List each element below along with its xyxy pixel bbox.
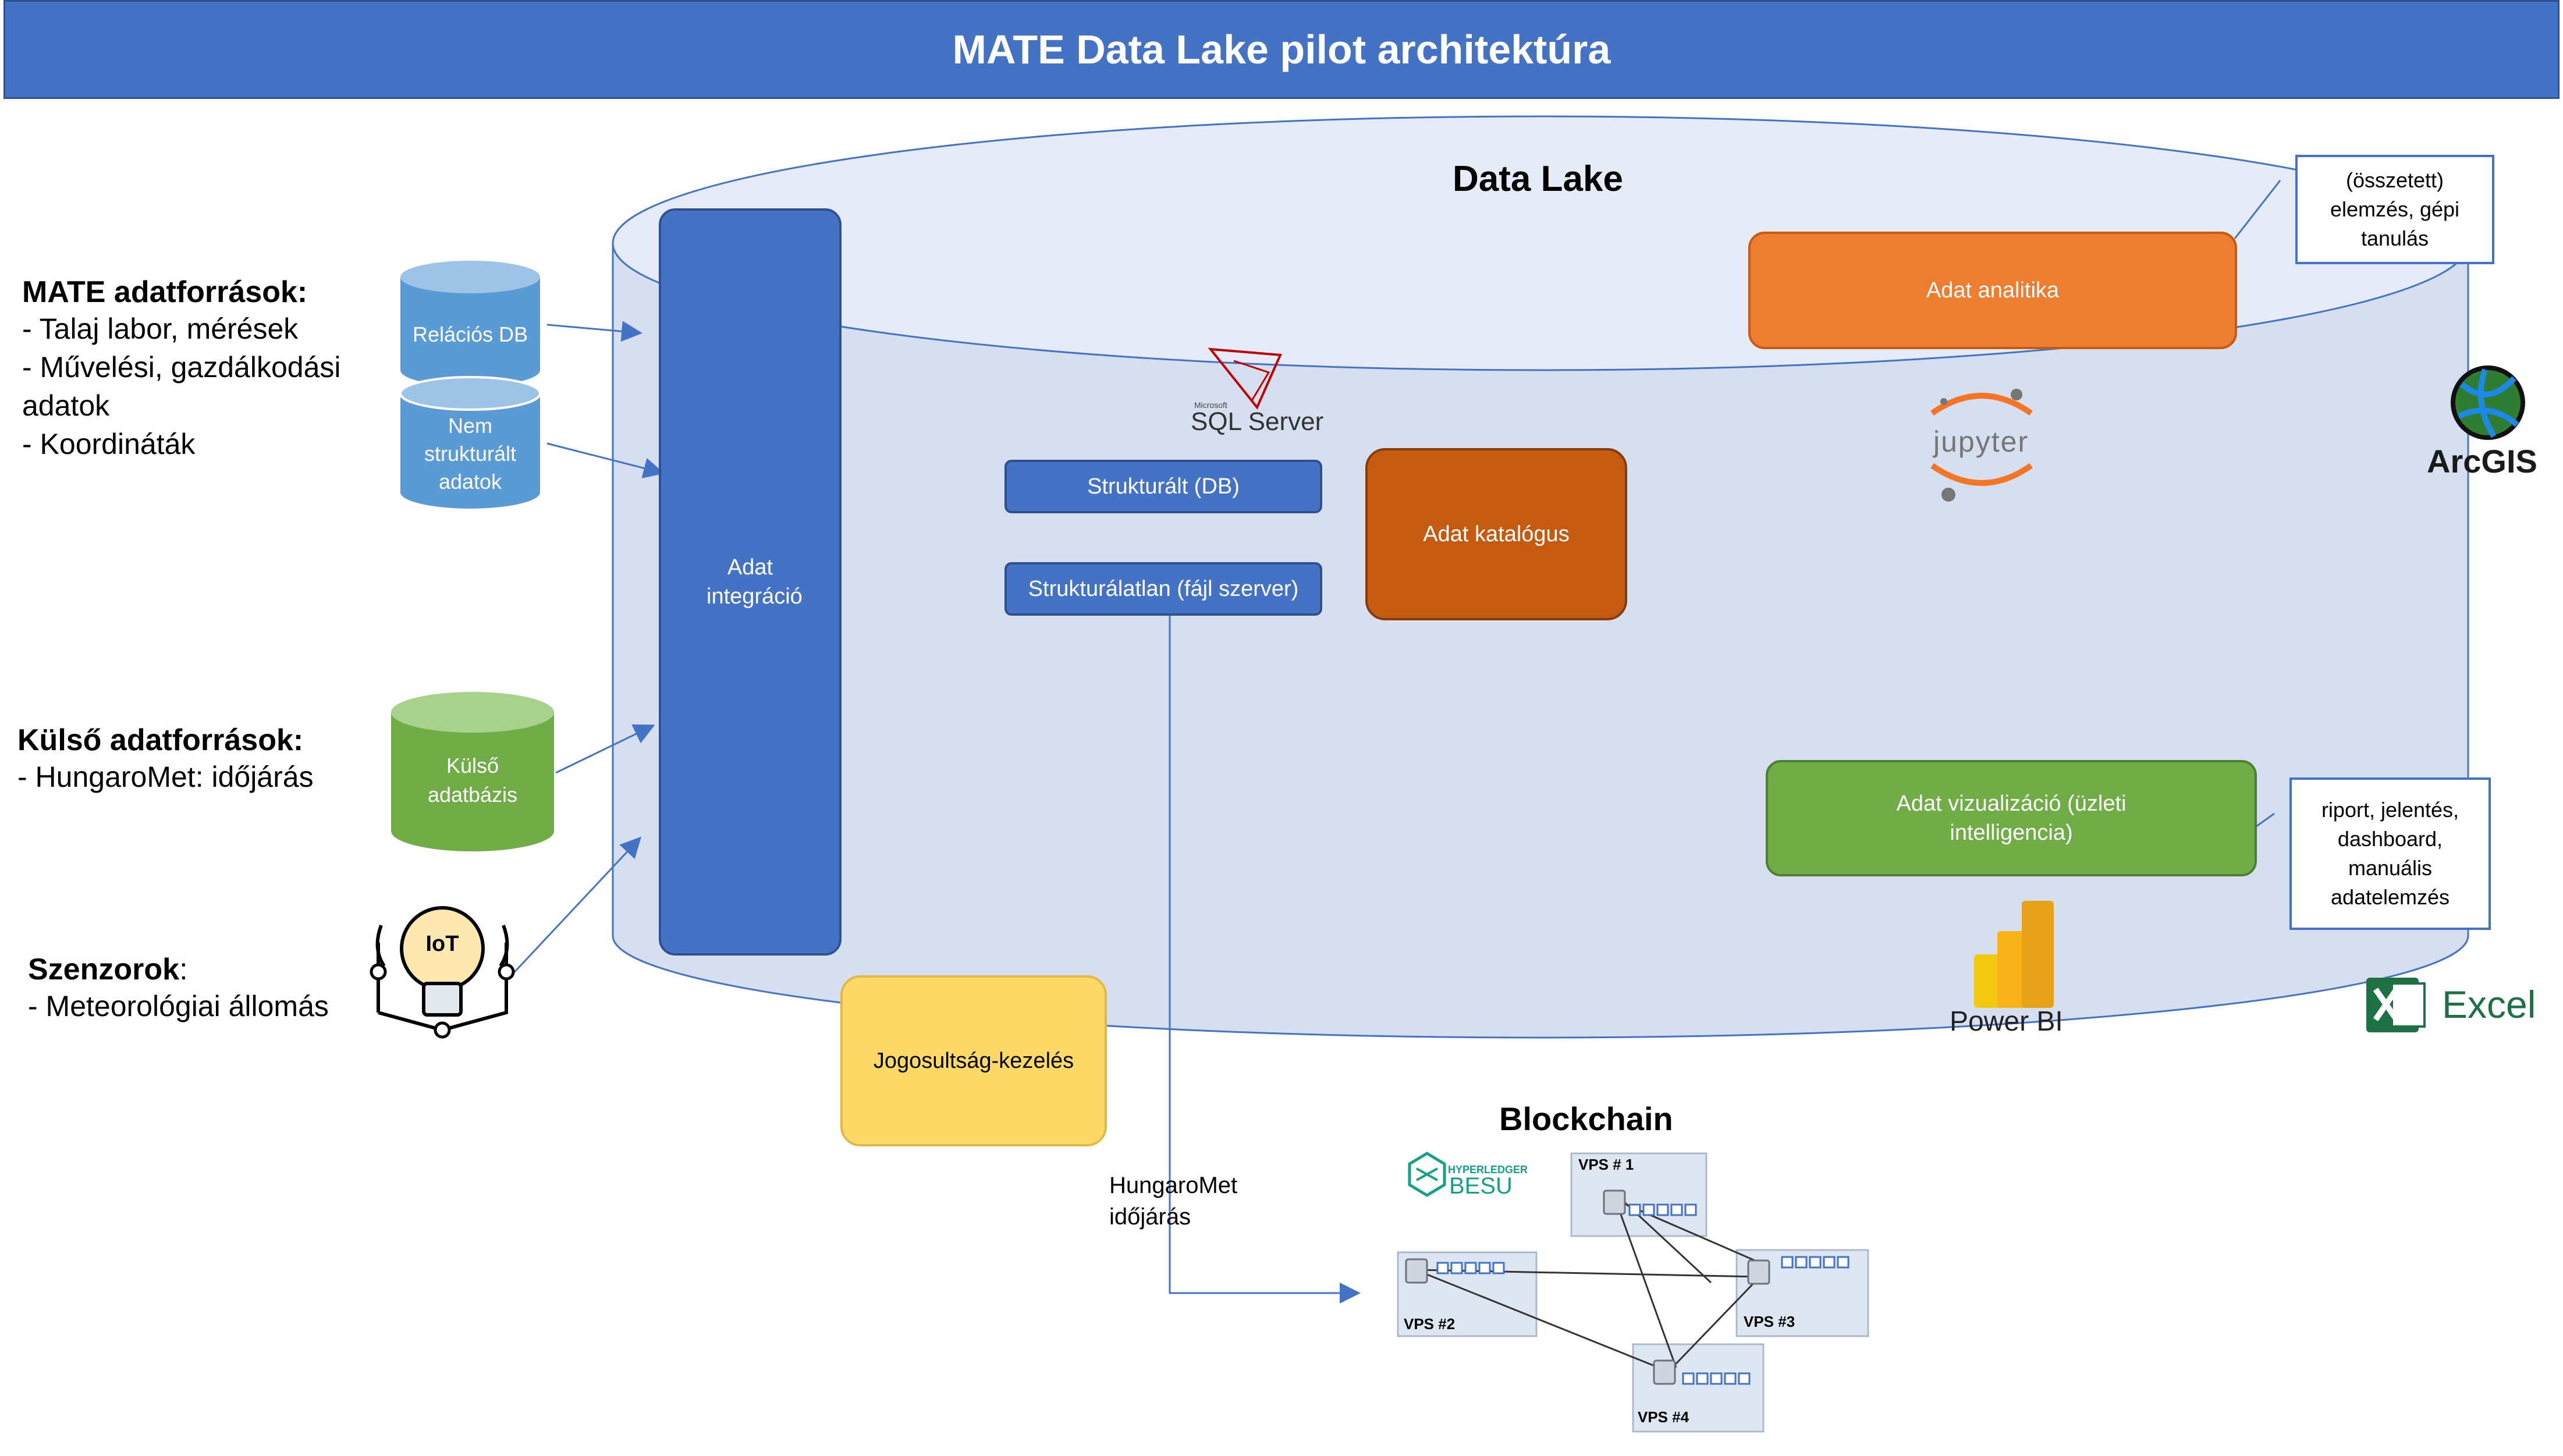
external-sources-heading: Külső adatforrások:	[17, 723, 304, 757]
server-icon	[1603, 1189, 1626, 1215]
iot-icon-text: IoT	[425, 932, 459, 956]
external-source-line: - HungaroMet: időjárás	[17, 761, 314, 793]
vps-label: VPS #2	[1404, 1315, 1456, 1333]
callout-analytics: (összetett) elemzés, gépi tanulás	[2295, 155, 2494, 264]
block-row	[1436, 1203, 1850, 1385]
vps-label: VPS # 1	[1578, 1156, 1634, 1173]
sqlserver-logo-mark	[1208, 347, 1282, 410]
excel-label: Excel	[2442, 983, 2536, 1026]
powerbi-label: Power BI	[1950, 1006, 2063, 1037]
sqlserver-label: SQL Server	[1191, 407, 1324, 436]
external-sources: Külső adatforrások: - HungaroMet: időjár…	[17, 723, 314, 796]
cylinder-relational-db	[400, 261, 540, 386]
arcgis-globe	[2451, 365, 2525, 440]
arrow-external	[555, 724, 655, 774]
besu-label: BESU	[1449, 1173, 1513, 1199]
relational-db-label: Relációs DB	[412, 322, 528, 346]
sensor-sources: Szenzorok: - Meteorológiai állomás	[28, 952, 329, 1025]
iot-icon	[370, 906, 515, 1039]
vps-label: VPS #4	[1638, 1408, 1689, 1426]
analytics-box: Adat analitika	[1748, 232, 2237, 349]
arcgis-label: ArcGIS	[2427, 443, 2537, 480]
integration-box: Adat integráció	[659, 208, 842, 956]
mate-source-line: - Talaj labor, mérések	[22, 312, 299, 345]
callout-line-analytics	[2234, 180, 2281, 239]
visualization-label: Adat vizualizáció (üzleti intelligencia)	[1896, 791, 2127, 845]
callout-visualization-text: riport, jelentés, dashboard, manuális ad…	[2321, 798, 2459, 909]
server-icon	[1653, 1359, 1676, 1385]
unstructured-data-label: Nem strukturált adatok	[424, 414, 517, 493]
file-server-box: Strukturálatlan (fájl szerver)	[1004, 562, 1322, 616]
structured-db-box: Strukturált (DB)	[1004, 460, 1322, 513]
sensors-heading: Szenzorok	[28, 953, 180, 986]
besu-logo-mark	[1408, 1152, 1446, 1197]
sensors-heading-colon: :	[179, 953, 188, 986]
callout-visualization: riport, jelentés, dashboard, manuális ad…	[2289, 777, 2491, 930]
vps-label: VPS #3	[1744, 1313, 1795, 1330]
jupyter-logo	[1930, 389, 2033, 502]
sqlserver-small-label: Microsoft	[1194, 400, 1227, 410]
arrow-unstructured	[546, 442, 665, 479]
cylinder-external-db	[391, 692, 554, 851]
server-icon	[1405, 1258, 1428, 1284]
sensor-source-line: - Meteorológiai állomás	[28, 990, 329, 1022]
catalog-label: Adat katalógus	[1423, 522, 1570, 546]
server-icon	[1747, 1259, 1770, 1285]
external-db-label: Külső adatbázis	[427, 754, 518, 807]
arrow-sensors	[508, 836, 642, 979]
mate-source-line: - Koordináták	[22, 428, 196, 460]
powerbi-logo-mark	[1974, 901, 2054, 1008]
file-server-label: Strukturálatlan (fájl szerver)	[1028, 577, 1299, 601]
jupyter-label: jupyter	[1933, 425, 2029, 458]
data-lake-label: Data Lake	[1453, 159, 1623, 199]
excel-logo-mark	[2366, 978, 2426, 1032]
mate-sources-heading: MATE adatforrások:	[22, 275, 308, 309]
mate-sources: MATE adatforrások: - Talaj labor, mérése…	[22, 275, 341, 463]
access-control-label: Jogosultság-kezelés	[873, 1049, 1074, 1073]
hyperledger-label: HYPERLEDGER	[1448, 1164, 1528, 1176]
arrow-relational	[546, 321, 642, 342]
access-control-box: Jogosultság-kezelés	[840, 975, 1107, 1146]
page-title: MATE Data Lake pilot architektúra	[952, 27, 1611, 72]
mate-source-line: - Művelési, gazdálkodási	[22, 351, 341, 383]
integration-label: Adat integráció	[707, 555, 803, 609]
structured-db-label: Strukturált (DB)	[1087, 474, 1240, 499]
hungaromet-note: HungaroMet időjárás	[1109, 1173, 1238, 1230]
blockchain-network	[1397, 1152, 1869, 1433]
cylinder-unstructured-data	[399, 376, 541, 509]
title-banner: MATE Data Lake pilot architektúra	[3, 0, 2560, 99]
visualization-box: Adat vizualizáció (üzleti intelligencia)	[1766, 760, 2257, 876]
analytics-label: Adat analitika	[1926, 278, 2060, 303]
callout-analytics-text: (összetett) elemzés, gépi tanulás	[2330, 168, 2460, 250]
blockchain-title: Blockchain	[1499, 1100, 1673, 1137]
mate-source-line: adatok	[22, 389, 110, 422]
catalog-box: Adat katalógus	[1365, 448, 1627, 620]
arrow-hungaromet	[1169, 588, 1361, 1304]
